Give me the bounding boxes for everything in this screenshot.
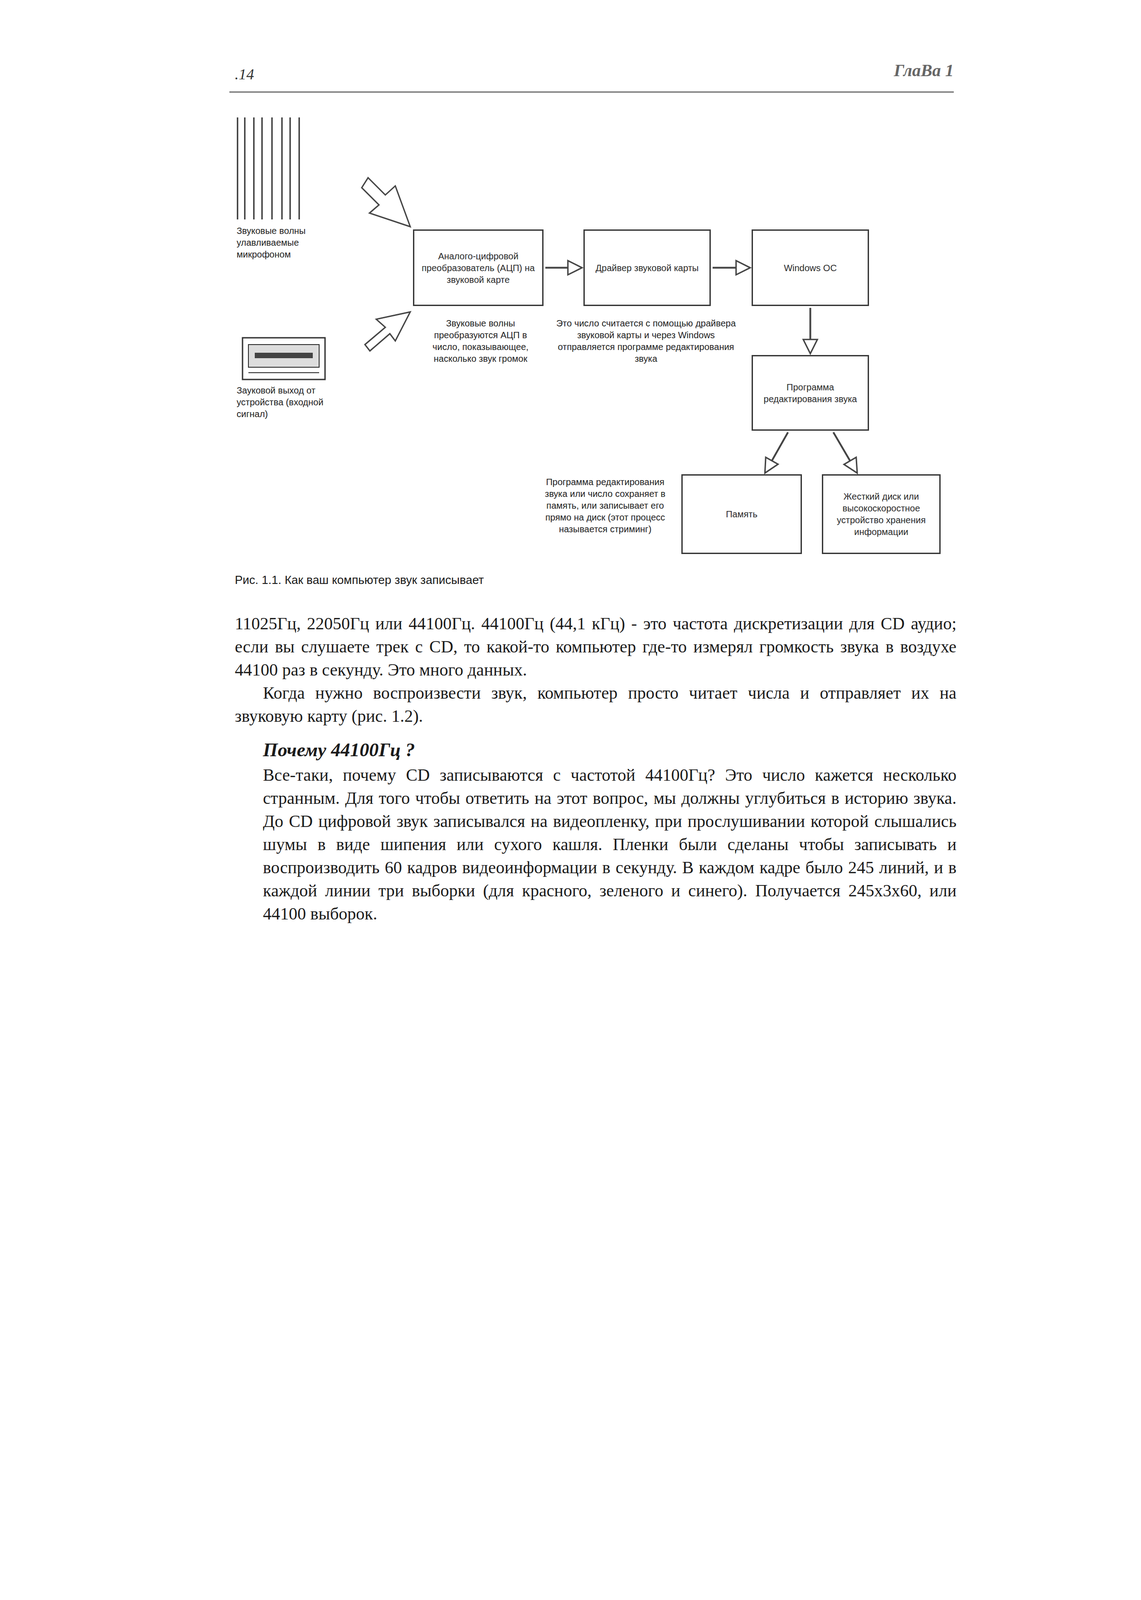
box-text: Программа редактирования звука bbox=[759, 381, 862, 405]
body-paragraph: Когда нужно воспроизвести звук, компьюте… bbox=[234, 681, 957, 728]
note-label: Программа редактирования звука или число… bbox=[537, 475, 674, 535]
audio-device bbox=[242, 337, 326, 380]
process-box: Аналого-цифровой преобразователь (АЦП) н… bbox=[412, 229, 544, 306]
flow-arrow bbox=[833, 432, 857, 473]
sound-waves bbox=[237, 117, 300, 220]
process-box: Жесткий диск или высокоскоростное устрой… bbox=[821, 474, 941, 554]
header-rule bbox=[229, 91, 954, 93]
body-paragraph: Все-таки, почему CD записываются с часто… bbox=[262, 763, 957, 926]
box-text: Драйвер звуковой карты bbox=[595, 262, 699, 274]
note-label: ГлаВа 1 bbox=[811, 58, 954, 83]
input-arrow bbox=[364, 311, 411, 351]
note-label: Зауковой выход от устройства (входной си… bbox=[236, 384, 350, 420]
note-label: Звуковые волны улавливаемые микрофоном bbox=[236, 224, 332, 261]
flow-arrow bbox=[765, 432, 788, 473]
process-box: Программа редактирования звука bbox=[751, 354, 870, 431]
flow-arrow bbox=[712, 267, 750, 269]
box-text: Память bbox=[725, 508, 758, 520]
note-label: Это число считается с помощью драйвера з… bbox=[555, 317, 737, 365]
box-text: Windows OC bbox=[783, 262, 837, 274]
section-heading: Почему 44100Гц ? bbox=[262, 738, 957, 762]
note-label: Звуковые волны преобразуются АЦП в число… bbox=[419, 317, 542, 365]
flow-arrow bbox=[809, 307, 812, 354]
process-box: Драйвер звуковой карты bbox=[583, 229, 711, 306]
body-paragraph: 11025Гц, 22050Гц или 44100Гц. 44100Гц (4… bbox=[234, 611, 957, 682]
box-text: Аналого-цифровой преобразователь (АЦП) н… bbox=[420, 250, 536, 286]
process-box: Память bbox=[681, 474, 802, 554]
input-arrow bbox=[361, 177, 411, 227]
note-label: .14 bbox=[234, 62, 290, 86]
box-text: Жесткий диск или высокоскоростное устрой… bbox=[829, 490, 933, 538]
process-box: Windows OC bbox=[751, 229, 870, 306]
flow-arrow bbox=[545, 267, 582, 269]
figure-caption: Рис. 1.1. Как ваш компьютер звук записыв… bbox=[234, 572, 779, 588]
